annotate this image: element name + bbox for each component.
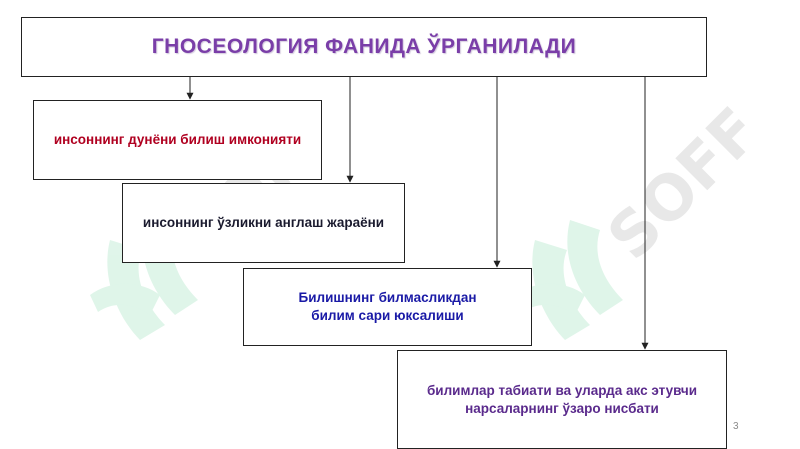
item-box-3: Билишнинг билмасликдан билим сари юксали… [243, 268, 532, 346]
title-box: ГНОСЕОЛОГИЯ ФАНИДА ЎРГАНИЛАДИ [21, 17, 707, 77]
item-2-text: инсоннинг ўзликни англаш жараёни [143, 214, 384, 232]
item-4-text: билимлар табиати ва уларда акс этувчи на… [427, 382, 697, 418]
item-2-line-1: инсоннинг ўзликни англаш жараёни [142, 215, 385, 230]
item-box-1: инсоннинг дунёни билиш имконияти [33, 100, 322, 180]
item-1-line-1: инсоннинг дунёни билиш имконияти [53, 132, 302, 147]
item-4-line-2: нарсаларнинг ўзаро нисбати [465, 400, 659, 416]
item-3-line-2: билим сари юксалиши [311, 308, 464, 323]
item-1-text: инсоннинг дунёни билиш имконияти [54, 131, 301, 149]
item-3-text: Билишнинг билмасликдан билим сари юксали… [298, 289, 476, 325]
diagram-title: ГНОСЕОЛОГИЯ ФАНИДА ЎРГАНИЛАДИ [151, 35, 577, 58]
item-box-4: билимлар табиати ва уларда акс этувчи на… [397, 350, 727, 449]
page-number: 3 [733, 421, 739, 432]
item-4-line-1: билимлар табиати ва уларда акс этувчи [426, 382, 698, 398]
item-box-2: инсоннинг ўзликни англаш жараёни [122, 183, 405, 263]
item-3-line-1: Билишнинг билмасликдан [298, 290, 477, 305]
